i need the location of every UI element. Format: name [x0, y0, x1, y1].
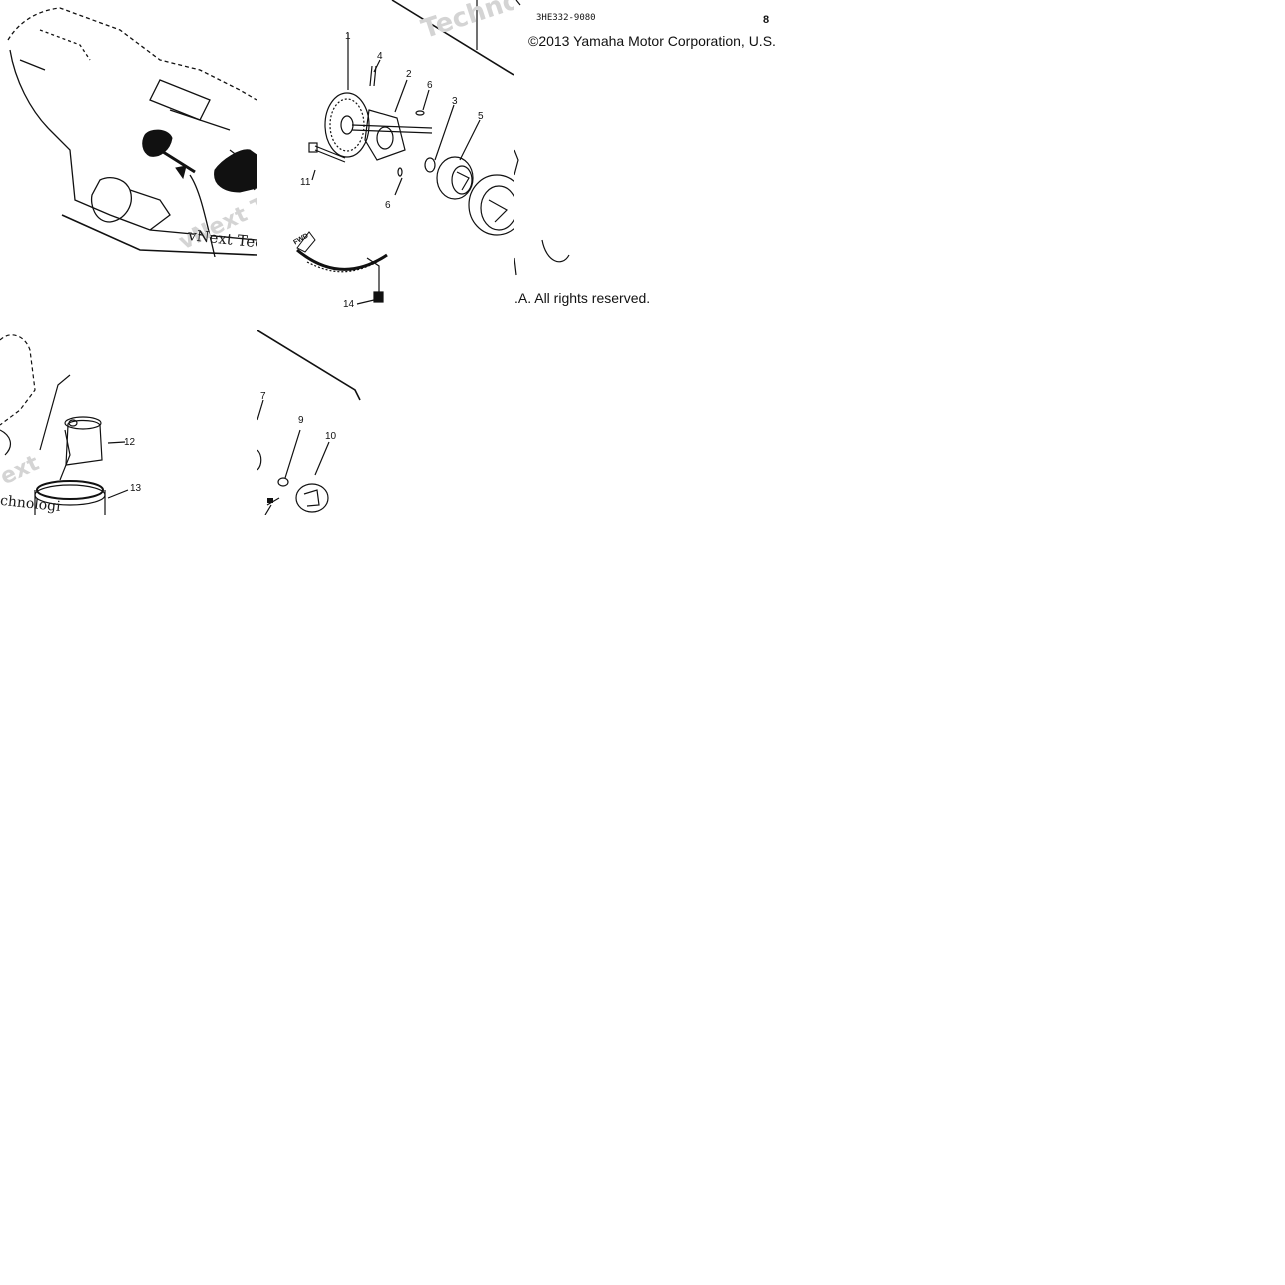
callout-14: 14: [343, 299, 355, 310]
callout-4: 4: [377, 51, 383, 62]
caption-fragment-drawing: [514, 0, 570, 276]
callout-10: 10: [325, 431, 337, 442]
engine-block-drawing: [7, 7, 257, 257]
callout-6b: 6: [385, 200, 391, 211]
callout-1: 1: [345, 31, 351, 42]
callout-12: 12: [124, 437, 136, 448]
callout-3: 3: [452, 96, 458, 107]
callout-6a: 6: [427, 80, 433, 91]
small-parts-view: 7 9 10: [257, 330, 362, 515]
callout-2: 2: [406, 69, 412, 80]
callout-9: 9: [298, 415, 304, 426]
oil-pump-drawing: [296, 0, 514, 305]
callout-11: 11: [300, 177, 311, 188]
oil-filter-view: 12 13 ext chnologi: [0, 330, 257, 515]
page-number: 8: [763, 14, 770, 26]
caption-panel: [514, 0, 776, 310]
copyright-line-2: .A. All rights reserved.: [514, 290, 651, 306]
oil-filter-drawing: [0, 334, 129, 515]
part-number-label: 3HE332-9080: [536, 13, 596, 23]
callout-5: 5: [478, 111, 484, 122]
callout-13: 13: [130, 483, 142, 494]
engine-block-view: vNext Tec vNext Tec: [0, 0, 257, 257]
small-parts-drawing: [257, 330, 361, 515]
copyright-line-1: ©2013 Yamaha Motor Corporation, U.S.: [528, 33, 776, 49]
callout-7: 7: [260, 391, 266, 402]
oil-pump-exploded-view: 1 4 2 6 3 5 11 6 14 FWD Techno: [257, 0, 514, 330]
